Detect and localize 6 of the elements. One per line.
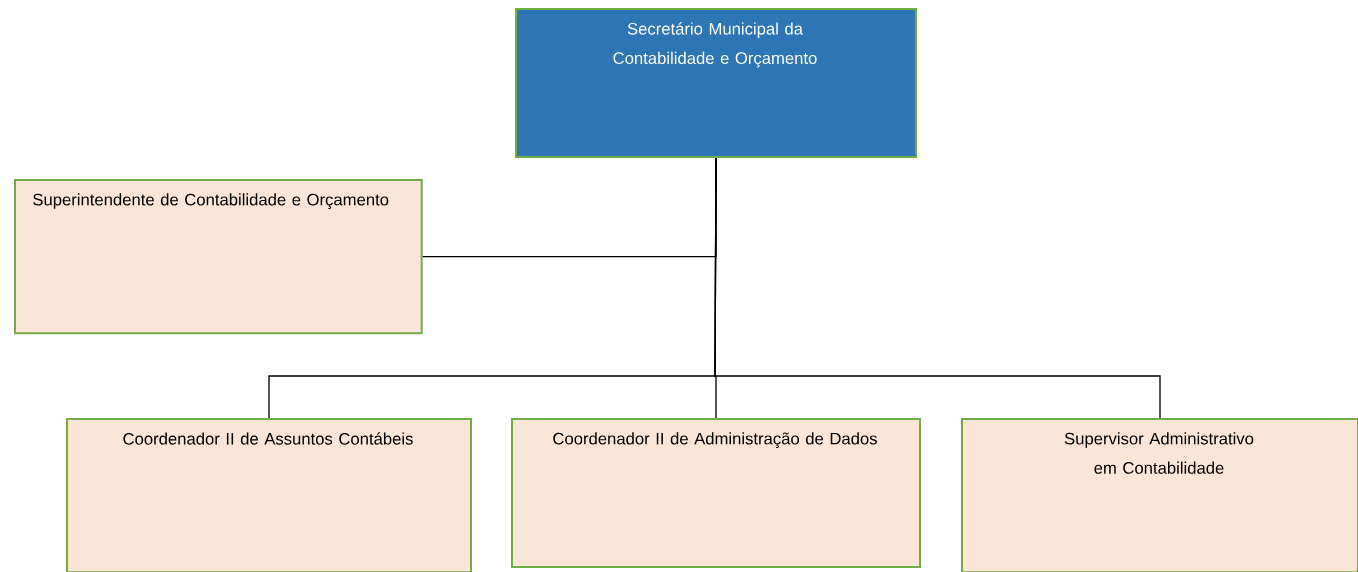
org-box: Superintendente de Contabilidade e Orçamento: [14, 179, 423, 335]
org-box: Secretário Municipal da Contabilidade e Orçamento: [515, 8, 917, 158]
org-box: Coordenador II de Assuntos Contábeis: [66, 418, 472, 572]
org-box: Supervisor Administrativo em Contabilidade: [961, 418, 1358, 572]
connector-line: [714, 157, 1161, 419]
org-box: Coordenador II de Administração de Dados: [511, 418, 921, 568]
